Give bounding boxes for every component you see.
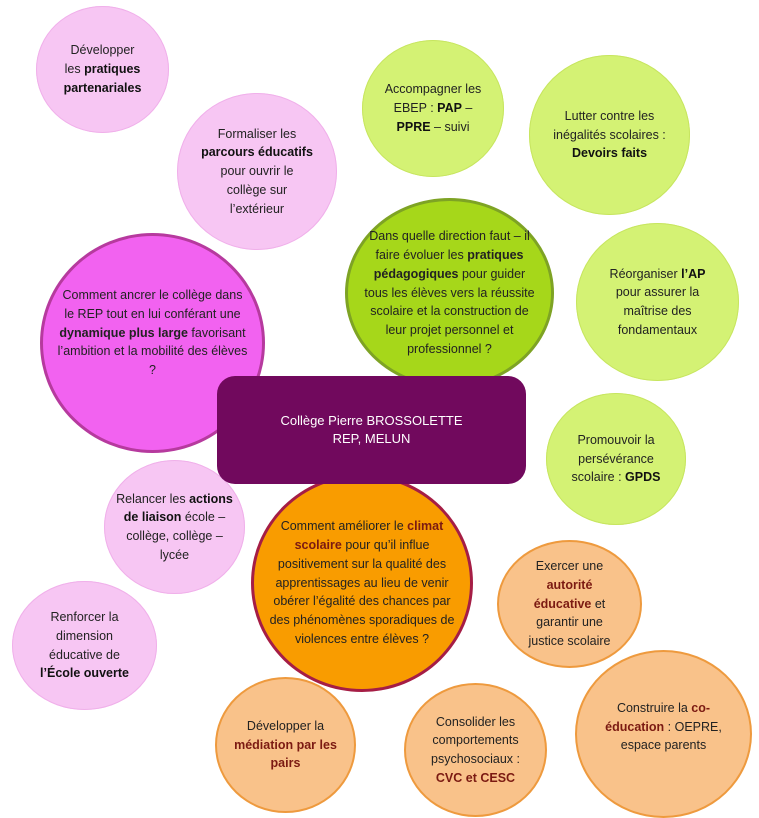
- text: école – collège, collège – lycée: [126, 510, 226, 562]
- bold-text: Devoirs faits: [571, 146, 648, 161]
- bubble-ap: Réorganiser l’AP pour assurer la maîtris…: [576, 223, 739, 381]
- bubble-text: Développer la médiation par les pairs: [217, 717, 354, 773]
- bubble-gpds: Promouvoir la persévérance scolaire : GP…: [546, 393, 686, 525]
- text: les: [64, 62, 85, 77]
- bubble-text: Comment ancrer le collège dans le REP to…: [43, 286, 262, 400]
- bubble-text: Développer les pratiques partenariales: [36, 41, 169, 97]
- bold-text: l’AP: [681, 266, 706, 281]
- text: pour qu’il influe positivement sur la qu…: [269, 538, 455, 646]
- bubble-text: Réorganiser l’AP pour assurer la maîtris…: [576, 265, 739, 340]
- bubble-mediation-pairs: Développer la médiation par les pairs: [215, 677, 356, 813]
- center-title-line1: Collège Pierre BROSSOLETTE: [280, 412, 463, 428]
- bold-text: CVC et CESC: [435, 770, 516, 785]
- bubble-pratiques-partenariales: Développer les pratiques partenariales: [36, 6, 169, 133]
- bubble-parcours-educatifs: Formaliser les parcours éducatifs pour o…: [177, 93, 337, 250]
- bold-text: pratiques partenariales: [63, 62, 142, 95]
- text: Relancer les: [116, 491, 190, 506]
- bold-text: GPDS: [625, 470, 661, 485]
- bubble-ebep: Accompagner les EBEP : PAP – PPRE – suiv…: [362, 40, 504, 177]
- text: Dans quelle direction faut – il faire év…: [369, 229, 530, 263]
- text: et garantir une justice scolaire: [528, 596, 611, 649]
- bubble-text: Lutter contre les inégalités scolaires :…: [529, 107, 690, 163]
- bold-text: climat scolaire: [294, 519, 444, 553]
- text: Accompagner les EBEP :: [384, 82, 482, 116]
- text: : OEPRE, espace parents: [620, 719, 722, 753]
- bold-text: PPRE: [396, 119, 431, 134]
- bold-text: médiation par les pairs: [234, 737, 337, 771]
- bubble-text: Exercer une autorité éducative et garant…: [499, 557, 640, 651]
- text: Exercer une: [535, 559, 604, 574]
- text: –: [461, 101, 473, 116]
- bubble-ecole-ouverte: Renforcer la dimension éducative de l’Éc…: [12, 581, 157, 710]
- bubble-text: Construire la co-éducation : OEPRE, espa…: [577, 699, 750, 769]
- text: pour assurer la maîtrise des fondamentau…: [615, 285, 700, 337]
- bubble-autorite-educative: Exercer une autorité éducative et garant…: [497, 540, 642, 668]
- center-title-line2: REP, MELUN: [332, 431, 411, 446]
- text: Réorganiser: [609, 266, 682, 281]
- text: Développer: [70, 43, 135, 58]
- bubble-text: Promouvoir la persévérance scolaire : GP…: [546, 431, 686, 487]
- bold-text: pratiques pédagogiques: [373, 248, 524, 281]
- bold-text: co-éducation: [605, 700, 711, 734]
- bold-text: autorité éducative: [533, 577, 593, 611]
- bubble-text: Accompagner les EBEP : PAP – PPRE – suiv…: [362, 80, 504, 136]
- bubble-text: Dans quelle direction faut – il faire év…: [348, 227, 551, 358]
- text: Comment améliorer le: [280, 519, 408, 534]
- text: Lutter contre les inégalités scolaires :: [553, 108, 666, 142]
- bubble-text: Formaliser les parcours éducatifs pour o…: [177, 125, 337, 219]
- text: Consolider les comportements psychosocia…: [431, 714, 520, 767]
- bold-text: l’École ouverte: [40, 666, 129, 681]
- text: Formaliser les: [217, 126, 297, 141]
- bubble-text: Relancer les actions de liaison école – …: [104, 490, 245, 565]
- text: – suivi: [430, 119, 470, 134]
- bold-text: parcours éducatifs: [201, 145, 313, 160]
- bubble-text: Comment améliorer le climat scolaire pou…: [254, 517, 470, 648]
- bubble-text: Renforcer la dimension éducative de l’Éc…: [12, 608, 157, 683]
- bold-text: PAP: [437, 101, 462, 116]
- bubble-climat-scolaire: Comment améliorer le climat scolaire pou…: [251, 474, 473, 692]
- bubble-actions-liaison: Relancer les actions de liaison école – …: [104, 460, 245, 594]
- bubble-cvc-cesc: Consolider les comportements psychosocia…: [404, 683, 547, 817]
- text: Construire la: [616, 700, 692, 715]
- text: pour guider tous les élèves vers la réus…: [364, 266, 535, 356]
- bold-text: dynamique plus large: [59, 325, 188, 340]
- bubble-text: Consolider les comportements psychosocia…: [406, 713, 545, 788]
- text: Renforcer la dimension éducative de: [49, 610, 120, 662]
- bubble-co-education: Construire la co-éducation : OEPRE, espa…: [575, 650, 752, 818]
- text: Promouvoir la persévérance scolaire :: [571, 432, 655, 485]
- text: favorisant l’ambition et la mobilité des…: [57, 325, 248, 378]
- bubble-pratiques-pedagogiques: Dans quelle direction faut – il faire év…: [345, 198, 554, 388]
- bubble-devoirs-faits: Lutter contre les inégalités scolaires :…: [529, 55, 690, 215]
- text: Comment ancrer le collège dans le REP to…: [62, 288, 243, 321]
- bold-text: actions de liaison: [123, 491, 233, 525]
- text: pour ouvrir le collège sur l’extérieur: [220, 164, 294, 216]
- text: Développer la: [246, 718, 325, 733]
- center-title-box: Collège Pierre BROSSOLETTE REP, MELUN: [217, 376, 526, 484]
